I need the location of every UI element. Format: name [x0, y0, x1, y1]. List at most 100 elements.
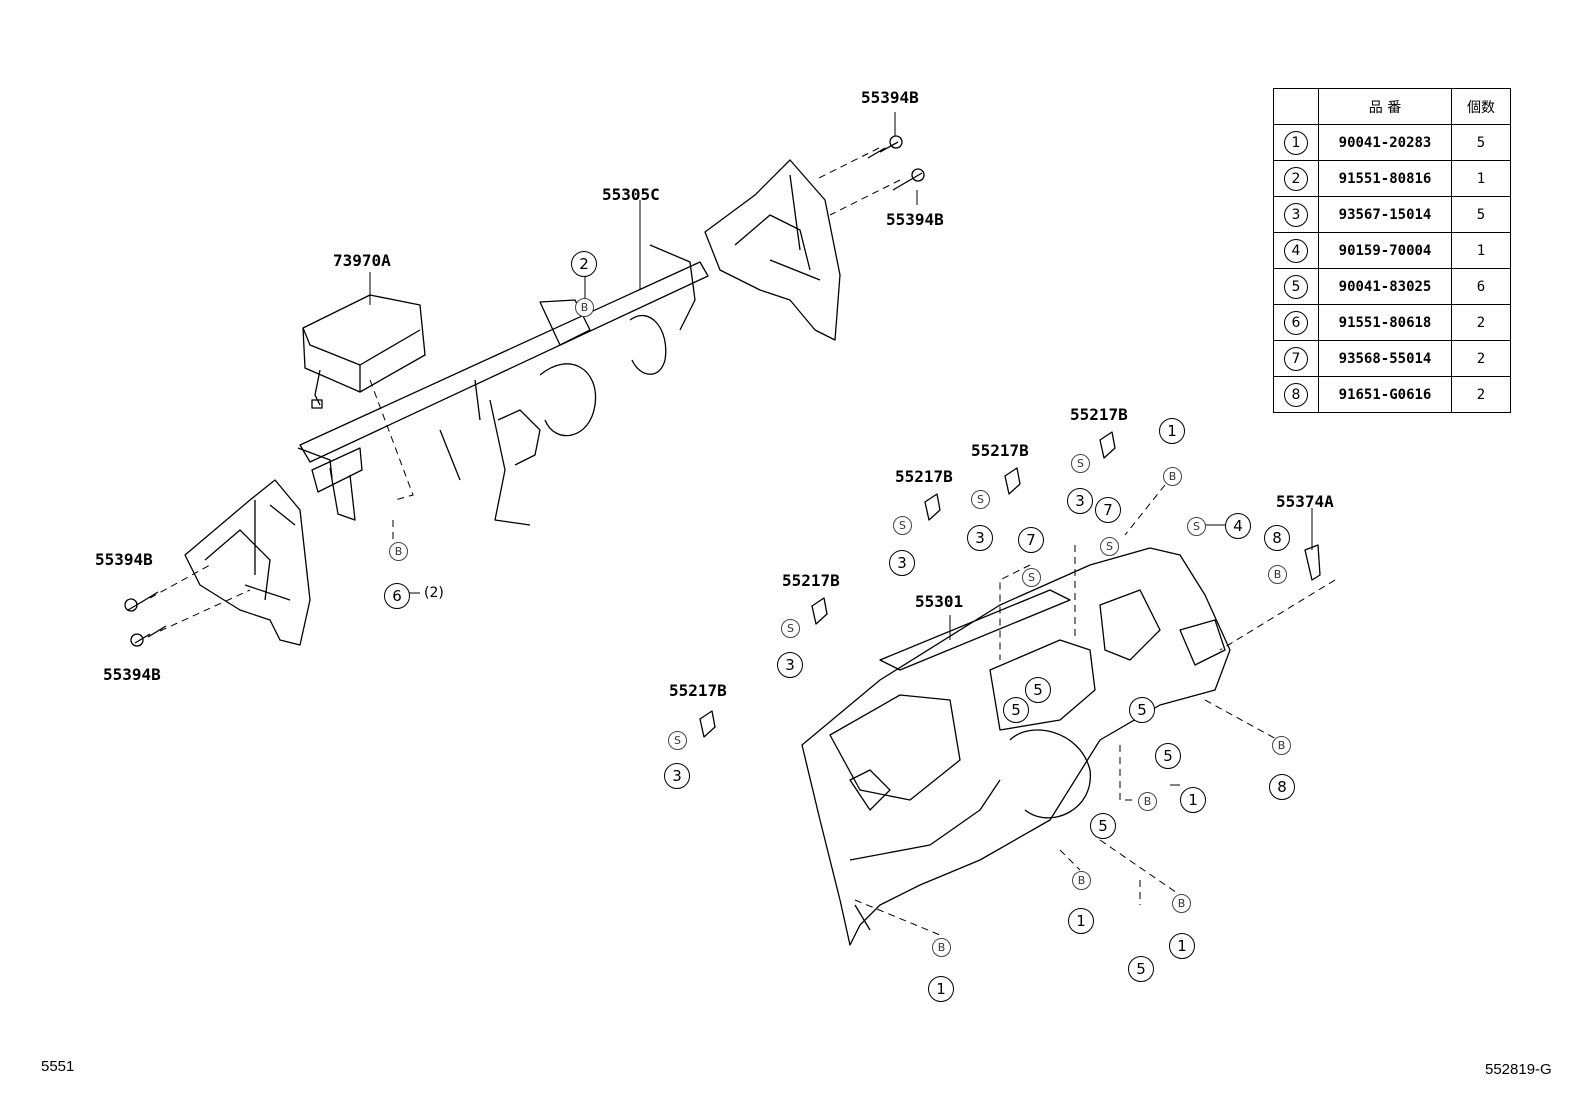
label-bolt-top-2: 55394B: [886, 210, 944, 229]
ref-circle: 4: [1284, 238, 1308, 263]
bolts: [124, 135, 925, 647]
s-marker: S: [1100, 537, 1119, 556]
ref-marker: 8: [1269, 774, 1295, 800]
table-row: 2 91551-80816 1: [1273, 160, 1511, 197]
b-marker: B: [575, 298, 594, 317]
table-cell-part: 93568-55014: [1318, 340, 1452, 377]
table-cell-qty: 6: [1451, 268, 1511, 305]
ref-marker: 3: [967, 525, 993, 551]
ref-marker: 5: [1128, 956, 1154, 982]
instrument-panel-reinforcement: [297, 244, 709, 526]
table-cell-qty: 2: [1451, 304, 1511, 341]
qty-note: (2): [424, 585, 444, 601]
ref-circle: 5: [1284, 274, 1308, 299]
left-side-bracket: [184, 479, 311, 646]
ref-circle: 3: [1284, 202, 1308, 227]
ref-marker: 6: [384, 583, 410, 609]
table-cell-part: 90041-83025: [1318, 268, 1452, 305]
b-marker: B: [1268, 565, 1287, 584]
b-marker: B: [1138, 792, 1157, 811]
label-bolt-top-1: 55394B: [861, 88, 919, 107]
ref-marker: 3: [777, 652, 803, 678]
label-bracket: 55374A: [1276, 492, 1334, 511]
label-bolt-left-2: 55394B: [103, 665, 161, 684]
table-cell-qty: 2: [1451, 340, 1511, 377]
table-cell-ref: 1: [1273, 124, 1319, 161]
s-marker: S: [1022, 568, 1041, 587]
table-cell-ref: 3: [1273, 196, 1319, 233]
ref-circle: 1: [1284, 130, 1308, 155]
footer-left-code: 5551: [41, 1058, 75, 1075]
table-cell-qty: 2: [1451, 376, 1511, 413]
ref-marker: 5: [1025, 677, 1051, 703]
table-row: 4 90159-70004 1: [1273, 232, 1511, 269]
ref-marker: 5: [1090, 813, 1116, 839]
ref-circle: 7: [1284, 346, 1308, 371]
label-clip-e: 55217B: [669, 681, 727, 700]
instrument-panel: [801, 547, 1231, 946]
ref-marker: 5: [1003, 697, 1029, 723]
ref-marker: 1: [1169, 933, 1195, 959]
ref-marker: 2: [571, 251, 597, 277]
table-row: 7 93568-55014 2: [1273, 340, 1511, 377]
right-side-bracket: [704, 159, 841, 341]
table-cell-ref: 5: [1273, 268, 1319, 305]
label-clip-a: 55217B: [1070, 405, 1128, 424]
b-marker: B: [1172, 894, 1191, 913]
table-row: 6 91551-80618 2: [1273, 304, 1511, 341]
table-header-row: 品 番 個数: [1273, 88, 1511, 125]
footer-right-code: 552819-G: [1485, 1061, 1552, 1078]
ref-marker: 3: [664, 763, 690, 789]
ref-marker: 3: [889, 550, 915, 576]
ref-marker: 1: [1068, 908, 1094, 934]
label-clip-b: 55217B: [971, 441, 1029, 460]
table-cell-part: 91551-80816: [1318, 160, 1452, 197]
s-marker: S: [971, 490, 990, 509]
parts-table: 品 番 個数 1 90041-20283 5 2 91551-80816 1 3…: [1273, 88, 1511, 413]
ref-marker: 5: [1129, 697, 1155, 723]
s-marker: S: [781, 619, 800, 638]
label-clip-c: 55217B: [895, 467, 953, 486]
table-row: 3 93567-15014 5: [1273, 196, 1511, 233]
b-marker: B: [932, 938, 951, 957]
b-marker: B: [1272, 736, 1291, 755]
table-cell-part: 93567-15014: [1318, 196, 1452, 233]
s-marker: S: [668, 731, 687, 750]
label-reinforcement: 55305C: [602, 185, 660, 204]
table-cell-part: 90041-20283: [1318, 124, 1452, 161]
b-marker: B: [389, 542, 408, 561]
table-cell-part: 91651-G0616: [1318, 376, 1452, 413]
ref-circle: 8: [1284, 382, 1308, 407]
table-header-qty: 個数: [1451, 88, 1511, 125]
b-marker: B: [1163, 467, 1182, 486]
label-airbag: 73970A: [333, 251, 391, 270]
label-panel: 55301: [915, 592, 964, 611]
label-bolt-left-1: 55394B: [95, 550, 153, 569]
ref-marker: 1: [1159, 418, 1185, 444]
ref-marker: 5: [1155, 743, 1181, 769]
table-row: 1 90041-20283 5: [1273, 124, 1511, 161]
table-cell-ref: 2: [1273, 160, 1319, 197]
table-cell-qty: 5: [1451, 124, 1511, 161]
ref-marker: 7: [1095, 497, 1121, 523]
table-row: 8 91651-G0616 2: [1273, 376, 1511, 413]
table-cell-part: 91551-80618: [1318, 304, 1452, 341]
table-row: 5 90041-83025 6: [1273, 268, 1511, 305]
ref-marker: 8: [1264, 525, 1290, 551]
s-marker: S: [1071, 454, 1090, 473]
table-cell-ref: 6: [1273, 304, 1319, 341]
table-header-part: 品 番: [1318, 88, 1452, 125]
table-cell-ref: 7: [1273, 340, 1319, 377]
table-cell-qty: 5: [1451, 196, 1511, 233]
ref-marker: 7: [1018, 527, 1044, 553]
table-cell-qty: 1: [1451, 160, 1511, 197]
table-cell-qty: 1: [1451, 232, 1511, 269]
ref-marker: 3: [1067, 488, 1093, 514]
table-header-ref: [1273, 88, 1319, 125]
ref-marker: 1: [928, 976, 954, 1002]
table-cell-ref: 8: [1273, 376, 1319, 413]
s-marker: S: [1187, 517, 1206, 536]
label-clip-d: 55217B: [782, 571, 840, 590]
ref-marker: 1: [1180, 787, 1206, 813]
